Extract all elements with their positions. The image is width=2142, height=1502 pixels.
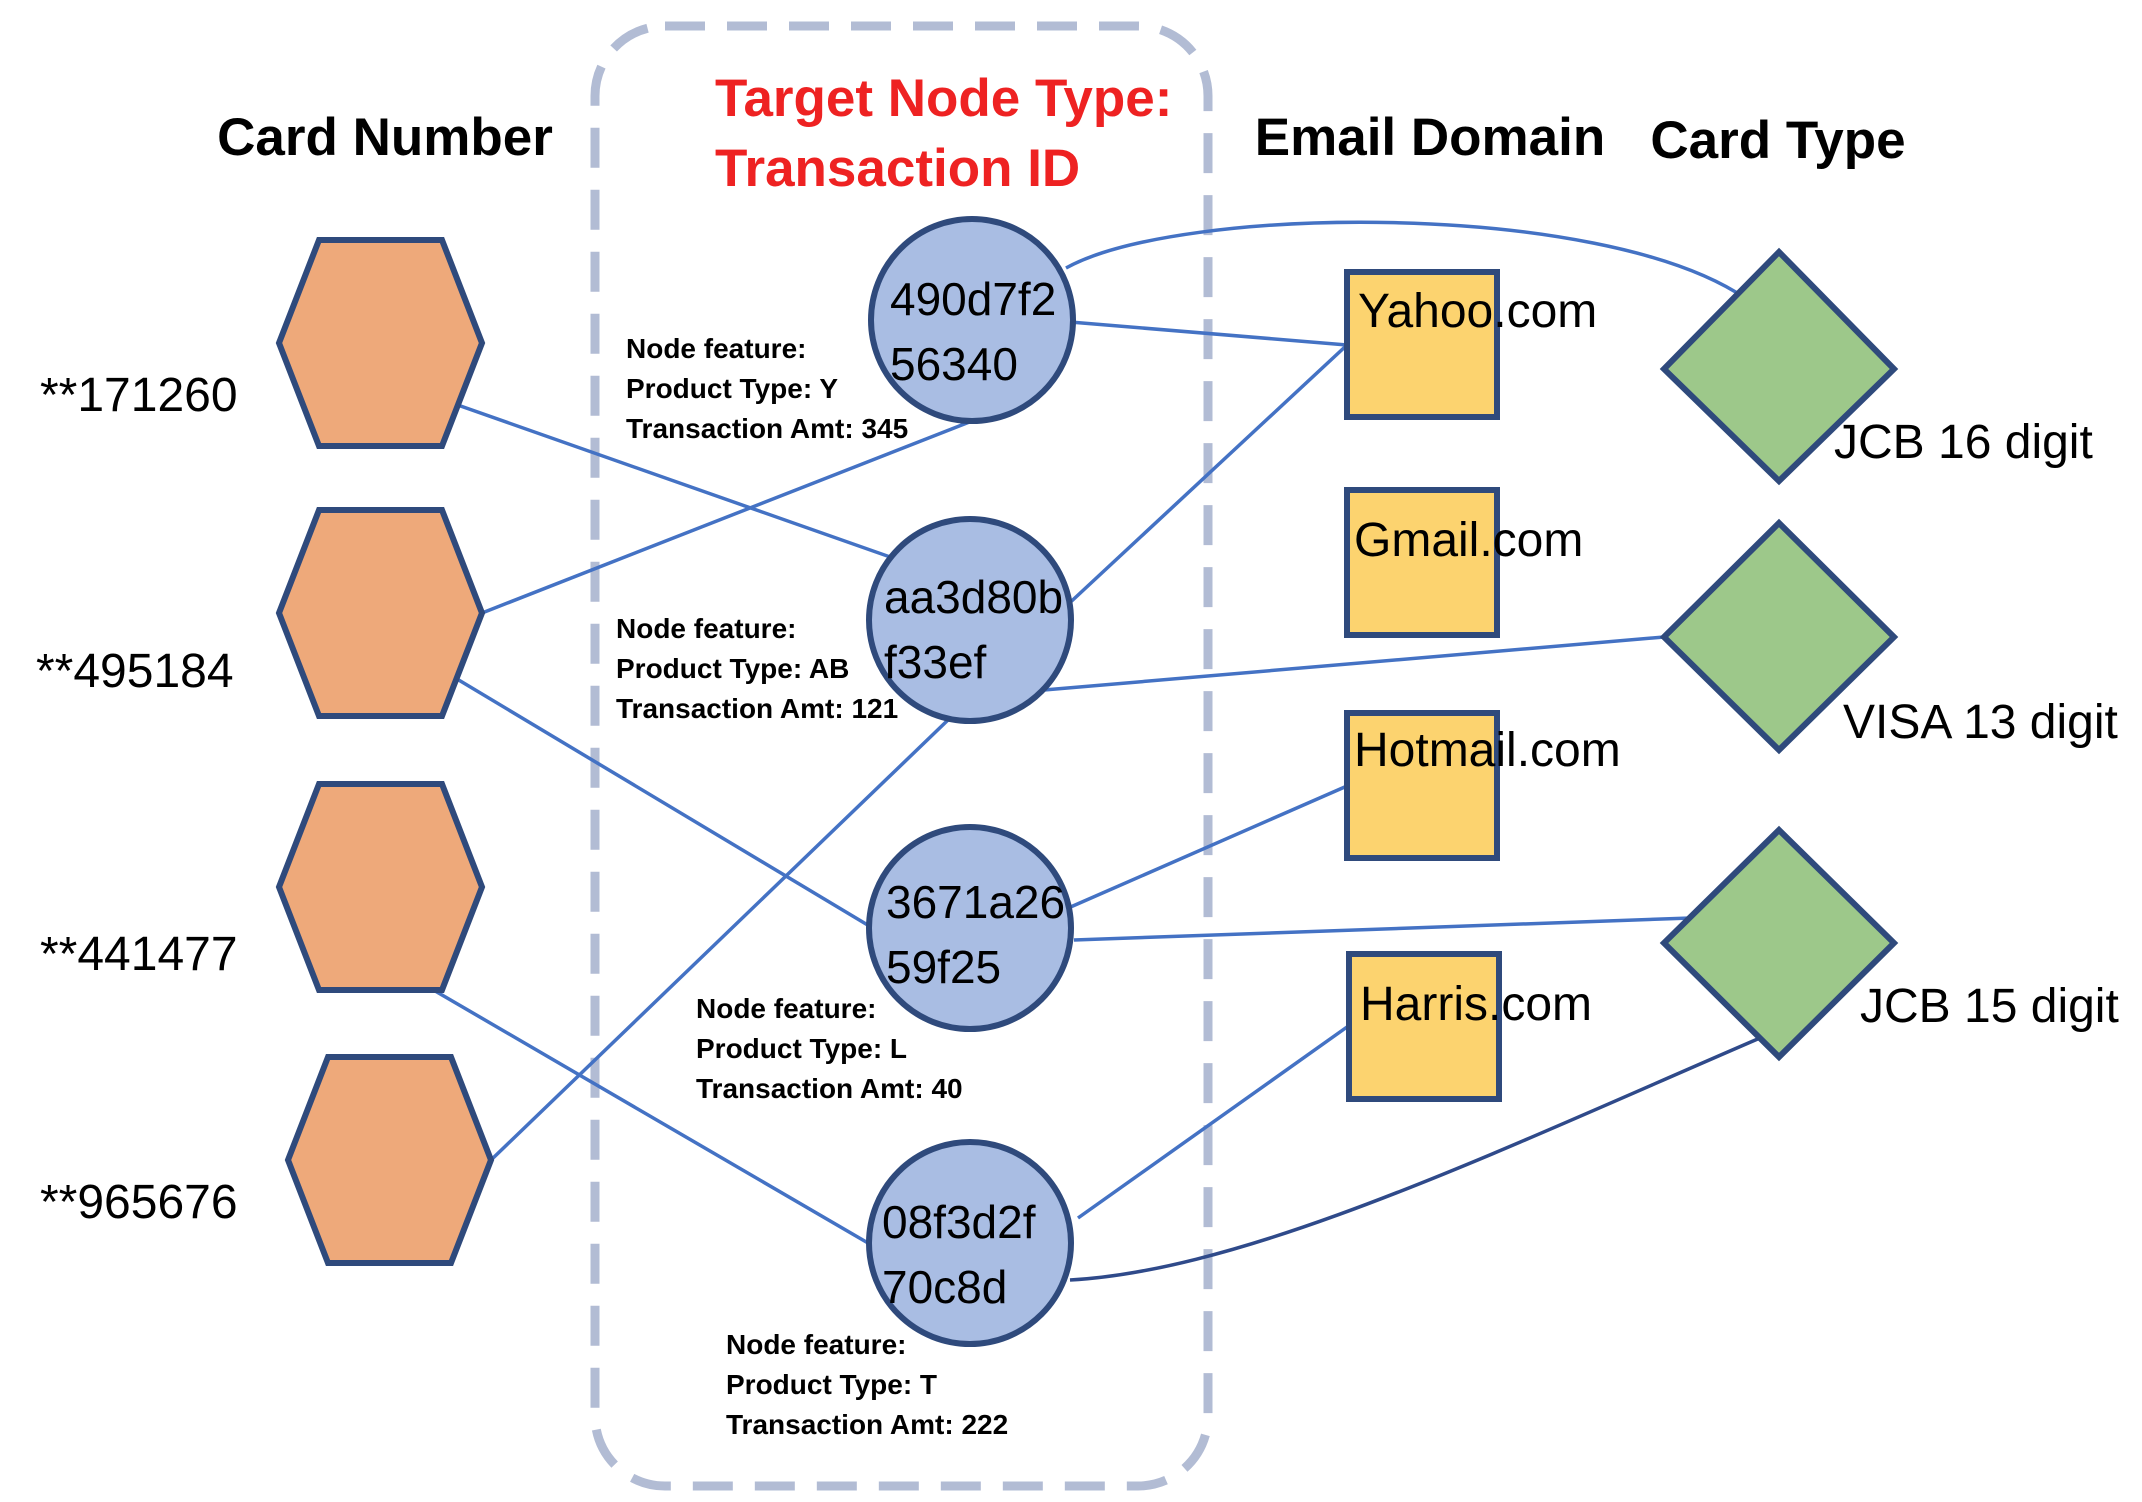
node-feature-product-type: Product Type: L: [696, 1033, 907, 1064]
email-domain-node-square: [1344, 710, 1500, 861]
edges-group: [429, 220, 1761, 1282]
transaction-node-circle: [868, 216, 1076, 424]
card-node-hexagon: [284, 1054, 495, 1266]
node-feature-amount: Transaction Amt: 40: [696, 1073, 963, 1104]
transaction-node-circle: [866, 824, 1074, 1032]
edge-txn-0-to-email-0: [1069, 320, 1348, 347]
card-type-label: JCB 15 digit: [1860, 980, 2119, 1033]
edge-card-1-to-txn-0: [481, 419, 973, 615]
edge-txn-1-to-email-0: [1060, 343, 1349, 612]
edge-txn-2-to-type-2: [1073, 916, 1692, 942]
node-feature-product-type: Product Type: Y: [626, 373, 838, 404]
card-type-label: JCB 16 digit: [1834, 416, 2093, 469]
transaction-id-line1: 490d7f2: [890, 273, 1056, 325]
card-type-label: VISA 13 digit: [1843, 696, 2118, 749]
node-feature-title: Node feature:: [626, 333, 806, 364]
node-feature-amount: Transaction Amt: 121: [616, 693, 898, 724]
transaction-id-line2: 59f25: [886, 941, 1001, 993]
transaction-id-line2: 56340: [890, 338, 1018, 390]
transaction-id-line2: f33ef: [884, 636, 987, 688]
card-node-hexagon: [275, 237, 486, 449]
card-number-header: Card Number: [217, 108, 553, 167]
card-number-nodes: [275, 237, 495, 1266]
card-number-labels: **171260 **495184 **441477 **965676: [36, 369, 238, 1229]
card-type-nodes: JCB 16 digit VISA 13 digit JCB 15 digit: [1659, 247, 2119, 1062]
target-node-type-box: [590, 21, 1213, 1491]
transaction-id-line1: 3671a26: [886, 876, 1065, 928]
card-type-node-diamond: [1659, 518, 1899, 755]
edge-card-2-to-txn-3: [429, 986, 869, 1245]
email-domain-label: Gmail.com: [1354, 514, 1583, 567]
email-domain-label: Hotmail.com: [1354, 724, 1621, 777]
node-feature-title: Node feature:: [616, 613, 796, 644]
card-number-label: **965676: [40, 1176, 238, 1229]
node-feature-amount: Transaction Amt: 222: [726, 1409, 1008, 1440]
email-domain-node-square: [1344, 269, 1500, 420]
edge-txn-1-to-type-1: [1043, 635, 1665, 692]
edge-txn-3-to-type-2: [1069, 1036, 1761, 1282]
edge-card-0-to-txn-1: [451, 401, 894, 560]
card-node-hexagon: [275, 781, 486, 993]
node-feature-annotations: Node feature: Product Type: Y Transactio…: [616, 333, 1008, 1440]
transaction-node-circle: [866, 1139, 1074, 1347]
edge-card-1-to-txn-2: [451, 674, 877, 932]
transaction-id-line1: 08f3d2f: [882, 1196, 1036, 1248]
transaction-id-line2: 70c8d: [882, 1261, 1007, 1313]
edge-txn-3-to-email-3: [1076, 1025, 1349, 1220]
node-feature-product-type: Product Type: T: [726, 1369, 937, 1400]
email-domain-nodes: Yahoo.com Gmail.com Hotmail.com Harris.c…: [1344, 269, 1621, 1102]
email-domain-header: Email Domain: [1255, 108, 1605, 167]
target-node-type-header: Target Node Type:: [715, 69, 1172, 128]
node-feature-title: Node feature:: [726, 1329, 906, 1360]
card-type-header: Card Type: [1650, 111, 1905, 170]
card-number-label: **171260: [40, 369, 238, 422]
transaction-id-line1: aa3d80b: [884, 571, 1063, 623]
edge-txn-2-to-email-2: [1065, 784, 1348, 911]
transaction-nodes: 490d7f2 56340 aa3d80b f33ef 3671a26 59f2…: [866, 216, 1076, 1347]
edge-card-3-to-txn-1: [489, 718, 950, 1162]
edge-txn-0-to-type-0: [1065, 220, 1746, 300]
card-type-node-diamond: [1659, 825, 1899, 1062]
card-node-hexagon: [275, 507, 486, 719]
card-number-label: **441477: [40, 928, 238, 981]
card-number-label: **495184: [36, 645, 234, 698]
transaction-id-header: Transaction ID: [715, 139, 1080, 198]
email-domain-node-square: [1344, 487, 1500, 638]
email-domain-label: Yahoo.com: [1358, 285, 1597, 338]
node-feature-title: Node feature:: [696, 993, 876, 1024]
node-feature-product-type: Product Type: AB: [616, 653, 849, 684]
transaction-node-circle: [866, 516, 1074, 724]
email-domain-node-square: [1346, 951, 1502, 1102]
card-type-node-diamond: [1659, 247, 1899, 486]
email-domain-label: Harris.com: [1360, 978, 1592, 1031]
node-feature-amount: Transaction Amt: 345: [626, 413, 908, 444]
